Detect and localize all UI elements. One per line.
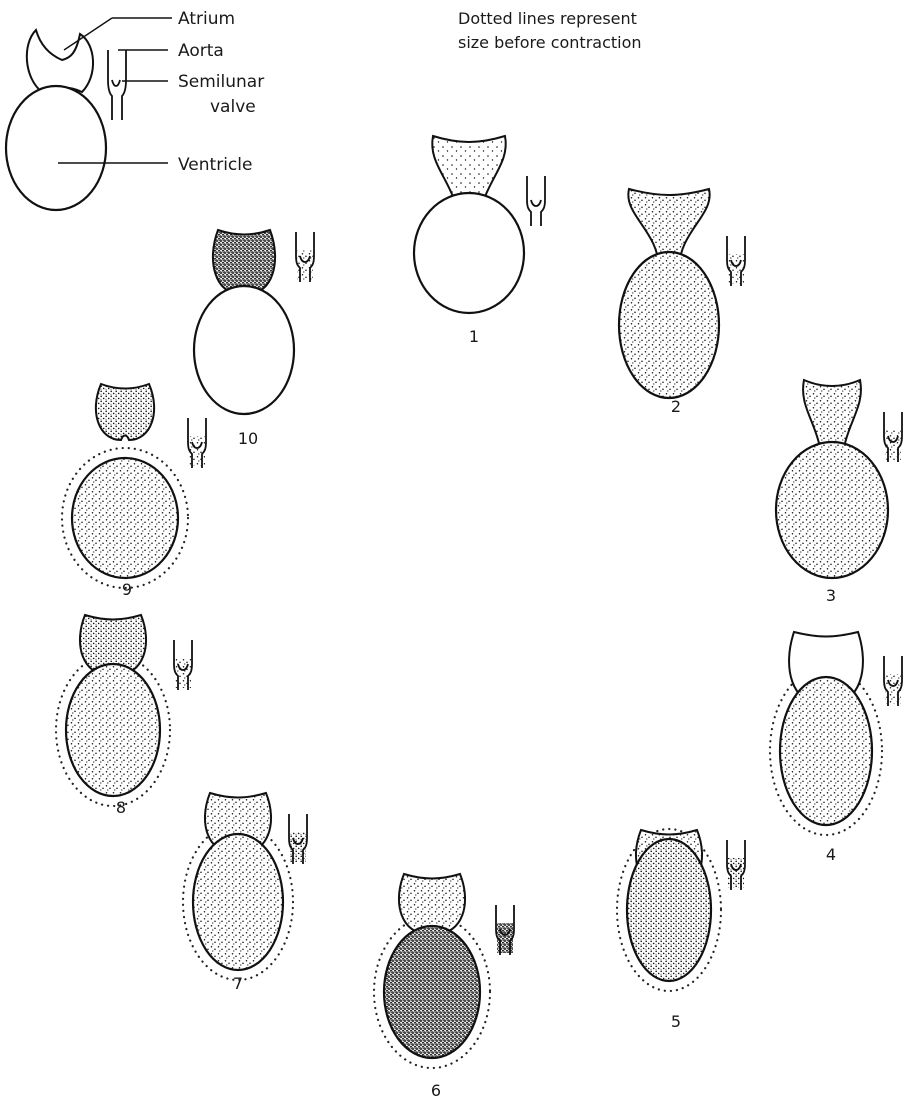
stage-2-label: 2: [671, 397, 681, 416]
stage-5-label: 5: [671, 1012, 681, 1031]
stage-9-label: 9: [122, 580, 132, 599]
stage-8-ventricle: [66, 664, 160, 796]
note: Dotted lines represent size before contr…: [458, 9, 642, 52]
stage-7-label: 7: [233, 974, 243, 993]
stage-6-label: 6: [431, 1081, 441, 1100]
stage-4: 4: [770, 632, 902, 864]
legend-ventricle-shape: [6, 86, 106, 210]
stage-9-ventricle: [72, 458, 178, 578]
stage-4-ventricle: [780, 677, 872, 825]
stage-5-ventricle: [627, 839, 711, 981]
stage-2: 2: [619, 189, 745, 416]
legend-heart: Atrium Aorta Semilunar valve Ventricle: [6, 9, 264, 210]
stage-4-label: 4: [826, 845, 836, 864]
stage-6-ventricle: [384, 926, 480, 1058]
stage-10: 10: [194, 230, 314, 448]
stage-9-atrium: [96, 384, 154, 440]
stage-1-ventricle: [414, 193, 524, 313]
legend-aorta-label: Aorta: [178, 41, 224, 61]
legend-atrium-label: Atrium: [178, 9, 235, 29]
stage-3-ventricle: [776, 442, 888, 578]
stage-2-ventricle: [619, 252, 719, 398]
stage-1: 1: [414, 136, 545, 346]
stage-10-label: 10: [238, 429, 258, 448]
stage-7-ventricle: [193, 834, 283, 970]
stage-9: 9: [62, 384, 206, 599]
stage-1-label: 1: [469, 327, 479, 346]
stage-8-label: 8: [116, 798, 126, 817]
stage-10-ventricle: [194, 286, 294, 414]
stage-5: 5: [617, 829, 745, 1031]
legend-valve-label: valve: [210, 97, 256, 117]
stage-3: 3: [776, 380, 902, 605]
stage-8: 8: [56, 615, 192, 817]
legend-valve-shape: [108, 50, 126, 120]
stage-6: 6: [374, 874, 514, 1100]
legend-ventricle-label: Ventricle: [178, 155, 252, 175]
cycle-stages: 1 2 3 4 5 6 7 8 9 10: [56, 136, 902, 1100]
legend-semilunar-label: Semilunar: [178, 72, 264, 92]
note-line-1: Dotted lines represent: [458, 9, 637, 28]
stage-3-label: 3: [826, 586, 836, 605]
stage-7: 7: [183, 793, 307, 993]
stage-10-atrium: [213, 230, 275, 294]
note-line-2: size before contraction: [458, 33, 642, 52]
legend-atrium-shape: [27, 30, 93, 92]
